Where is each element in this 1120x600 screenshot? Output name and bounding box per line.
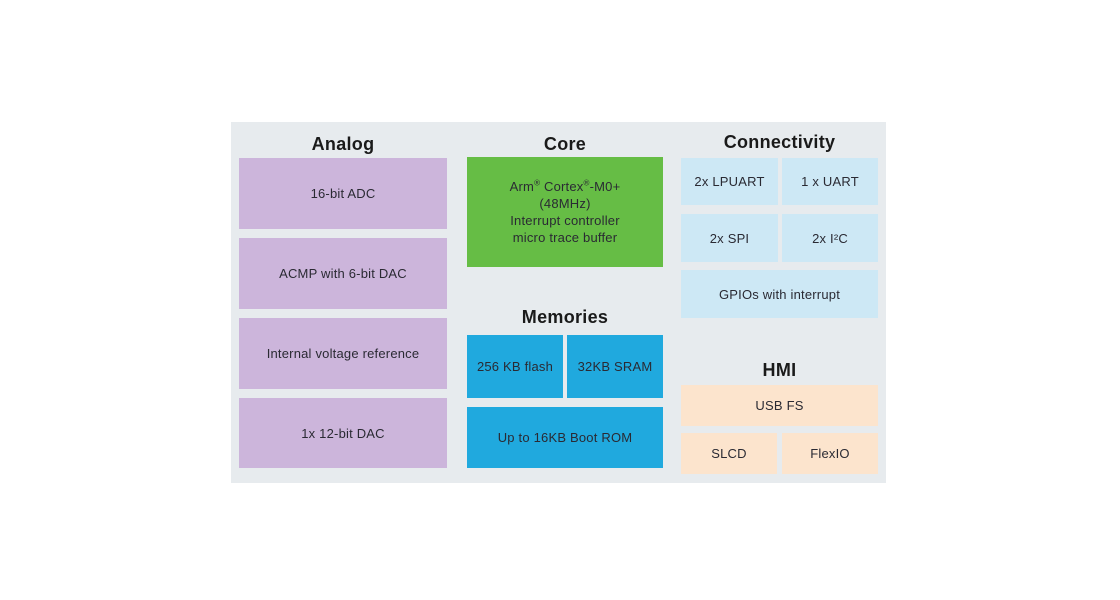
- hmi-block-flexio: FlexIO: [782, 433, 878, 474]
- core-line-cpu: Arm® Cortex®-M0+: [509, 178, 621, 194]
- memories-block-flash: 256 KB flash: [467, 335, 563, 398]
- section-title-hmi: HMI: [762, 360, 797, 380]
- analog-block-internal-voltage-reference-label: Internal voltage reference: [266, 346, 420, 361]
- mcu-block-diagram-panel: Analog Core Connectivity Memories HMI 16…: [231, 122, 886, 483]
- hmi-block-usb-fs-label: USB FS: [755, 398, 804, 413]
- memories-block-sram: 32KB SRAM: [567, 335, 663, 398]
- connectivity-block-lpuart-label: 2x LPUART: [694, 174, 765, 189]
- hmi-block-slcd-label: SLCD: [711, 446, 747, 461]
- connectivity-block-spi: 2x SPI: [681, 214, 778, 262]
- core-line-micro-trace-buffer: micro trace buffer: [512, 230, 618, 245]
- hmi-block-flexio-label: FlexIO: [810, 446, 850, 461]
- memories-block-boot-rom: Up to 16KB Boot ROM: [467, 407, 663, 468]
- core-block-cortex-m0plus-label: Arm® Cortex®-M0+ (48MHz) Interrupt contr…: [504, 178, 627, 246]
- analog-block-12bit-dac-label: 1x 12-bit DAC: [301, 425, 385, 441]
- core-block-cortex-m0plus: Arm® Cortex®-M0+ (48MHz) Interrupt contr…: [467, 157, 663, 267]
- connectivity-block-i2c: 2x I²C: [782, 214, 878, 262]
- connectivity-block-i2c-label: 2x I²C: [812, 230, 848, 246]
- connectivity-block-lpuart: 2x LPUART: [681, 158, 778, 205]
- memories-block-boot-rom-label: Up to 16KB Boot ROM: [497, 430, 633, 445]
- section-title-core: Core: [543, 134, 587, 154]
- core-line-frequency: (48MHz): [539, 196, 591, 211]
- section-title-connectivity: Connectivity: [723, 132, 836, 152]
- connectivity-block-gpio-label: GPIOs with interrupt: [718, 286, 841, 302]
- section-title-analog: Analog: [311, 134, 375, 154]
- core-line-interrupt-controller: Interrupt controller: [510, 213, 620, 228]
- memories-block-sram-label: 32KB SRAM: [577, 359, 653, 374]
- connectivity-block-uart-label: 1 x UART: [801, 174, 859, 189]
- connectivity-block-gpio: GPIOs with interrupt: [681, 270, 878, 318]
- memories-block-flash-label: 256 KB flash: [476, 359, 554, 374]
- analog-block-16bit-adc-label: 16-bit ADC: [310, 186, 376, 201]
- section-title-memories: Memories: [521, 307, 609, 327]
- analog-block-12bit-dac: 1x 12-bit DAC: [239, 398, 447, 468]
- analog-block-internal-voltage-reference: Internal voltage reference: [239, 318, 447, 389]
- analog-block-acmp-6bit-dac: ACMP with 6-bit DAC: [239, 238, 447, 309]
- connectivity-block-uart: 1 x UART: [782, 158, 878, 205]
- hmi-block-slcd: SLCD: [681, 433, 777, 474]
- hmi-block-usb-fs: USB FS: [681, 385, 878, 426]
- connectivity-block-spi-label: 2x SPI: [709, 230, 750, 246]
- analog-block-16bit-adc: 16-bit ADC: [239, 158, 447, 229]
- analog-block-acmp-6bit-dac-label: ACMP with 6-bit DAC: [279, 266, 407, 281]
